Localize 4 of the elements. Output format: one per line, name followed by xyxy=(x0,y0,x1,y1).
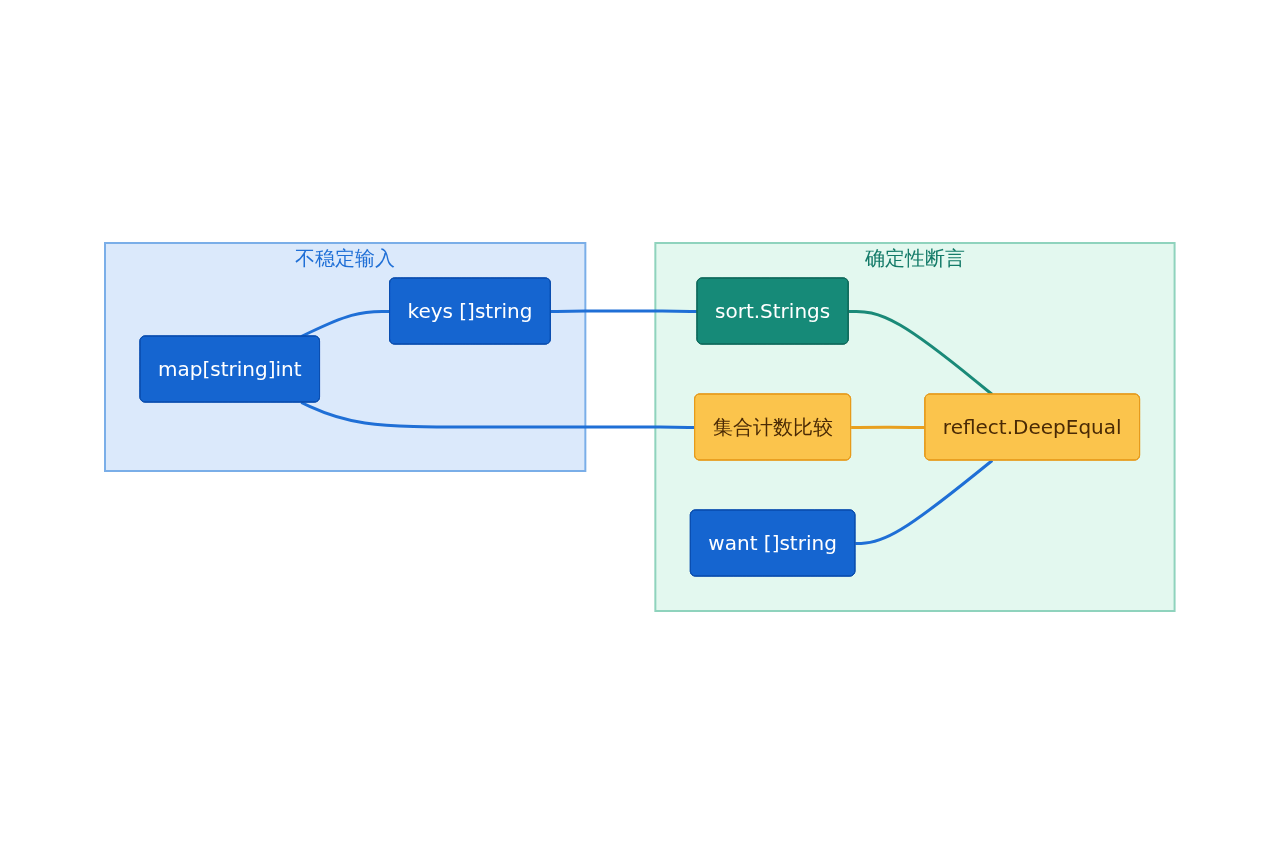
connector xyxy=(300,400,696,429)
connector xyxy=(851,425,926,429)
connector xyxy=(551,309,698,313)
connector xyxy=(855,458,994,545)
